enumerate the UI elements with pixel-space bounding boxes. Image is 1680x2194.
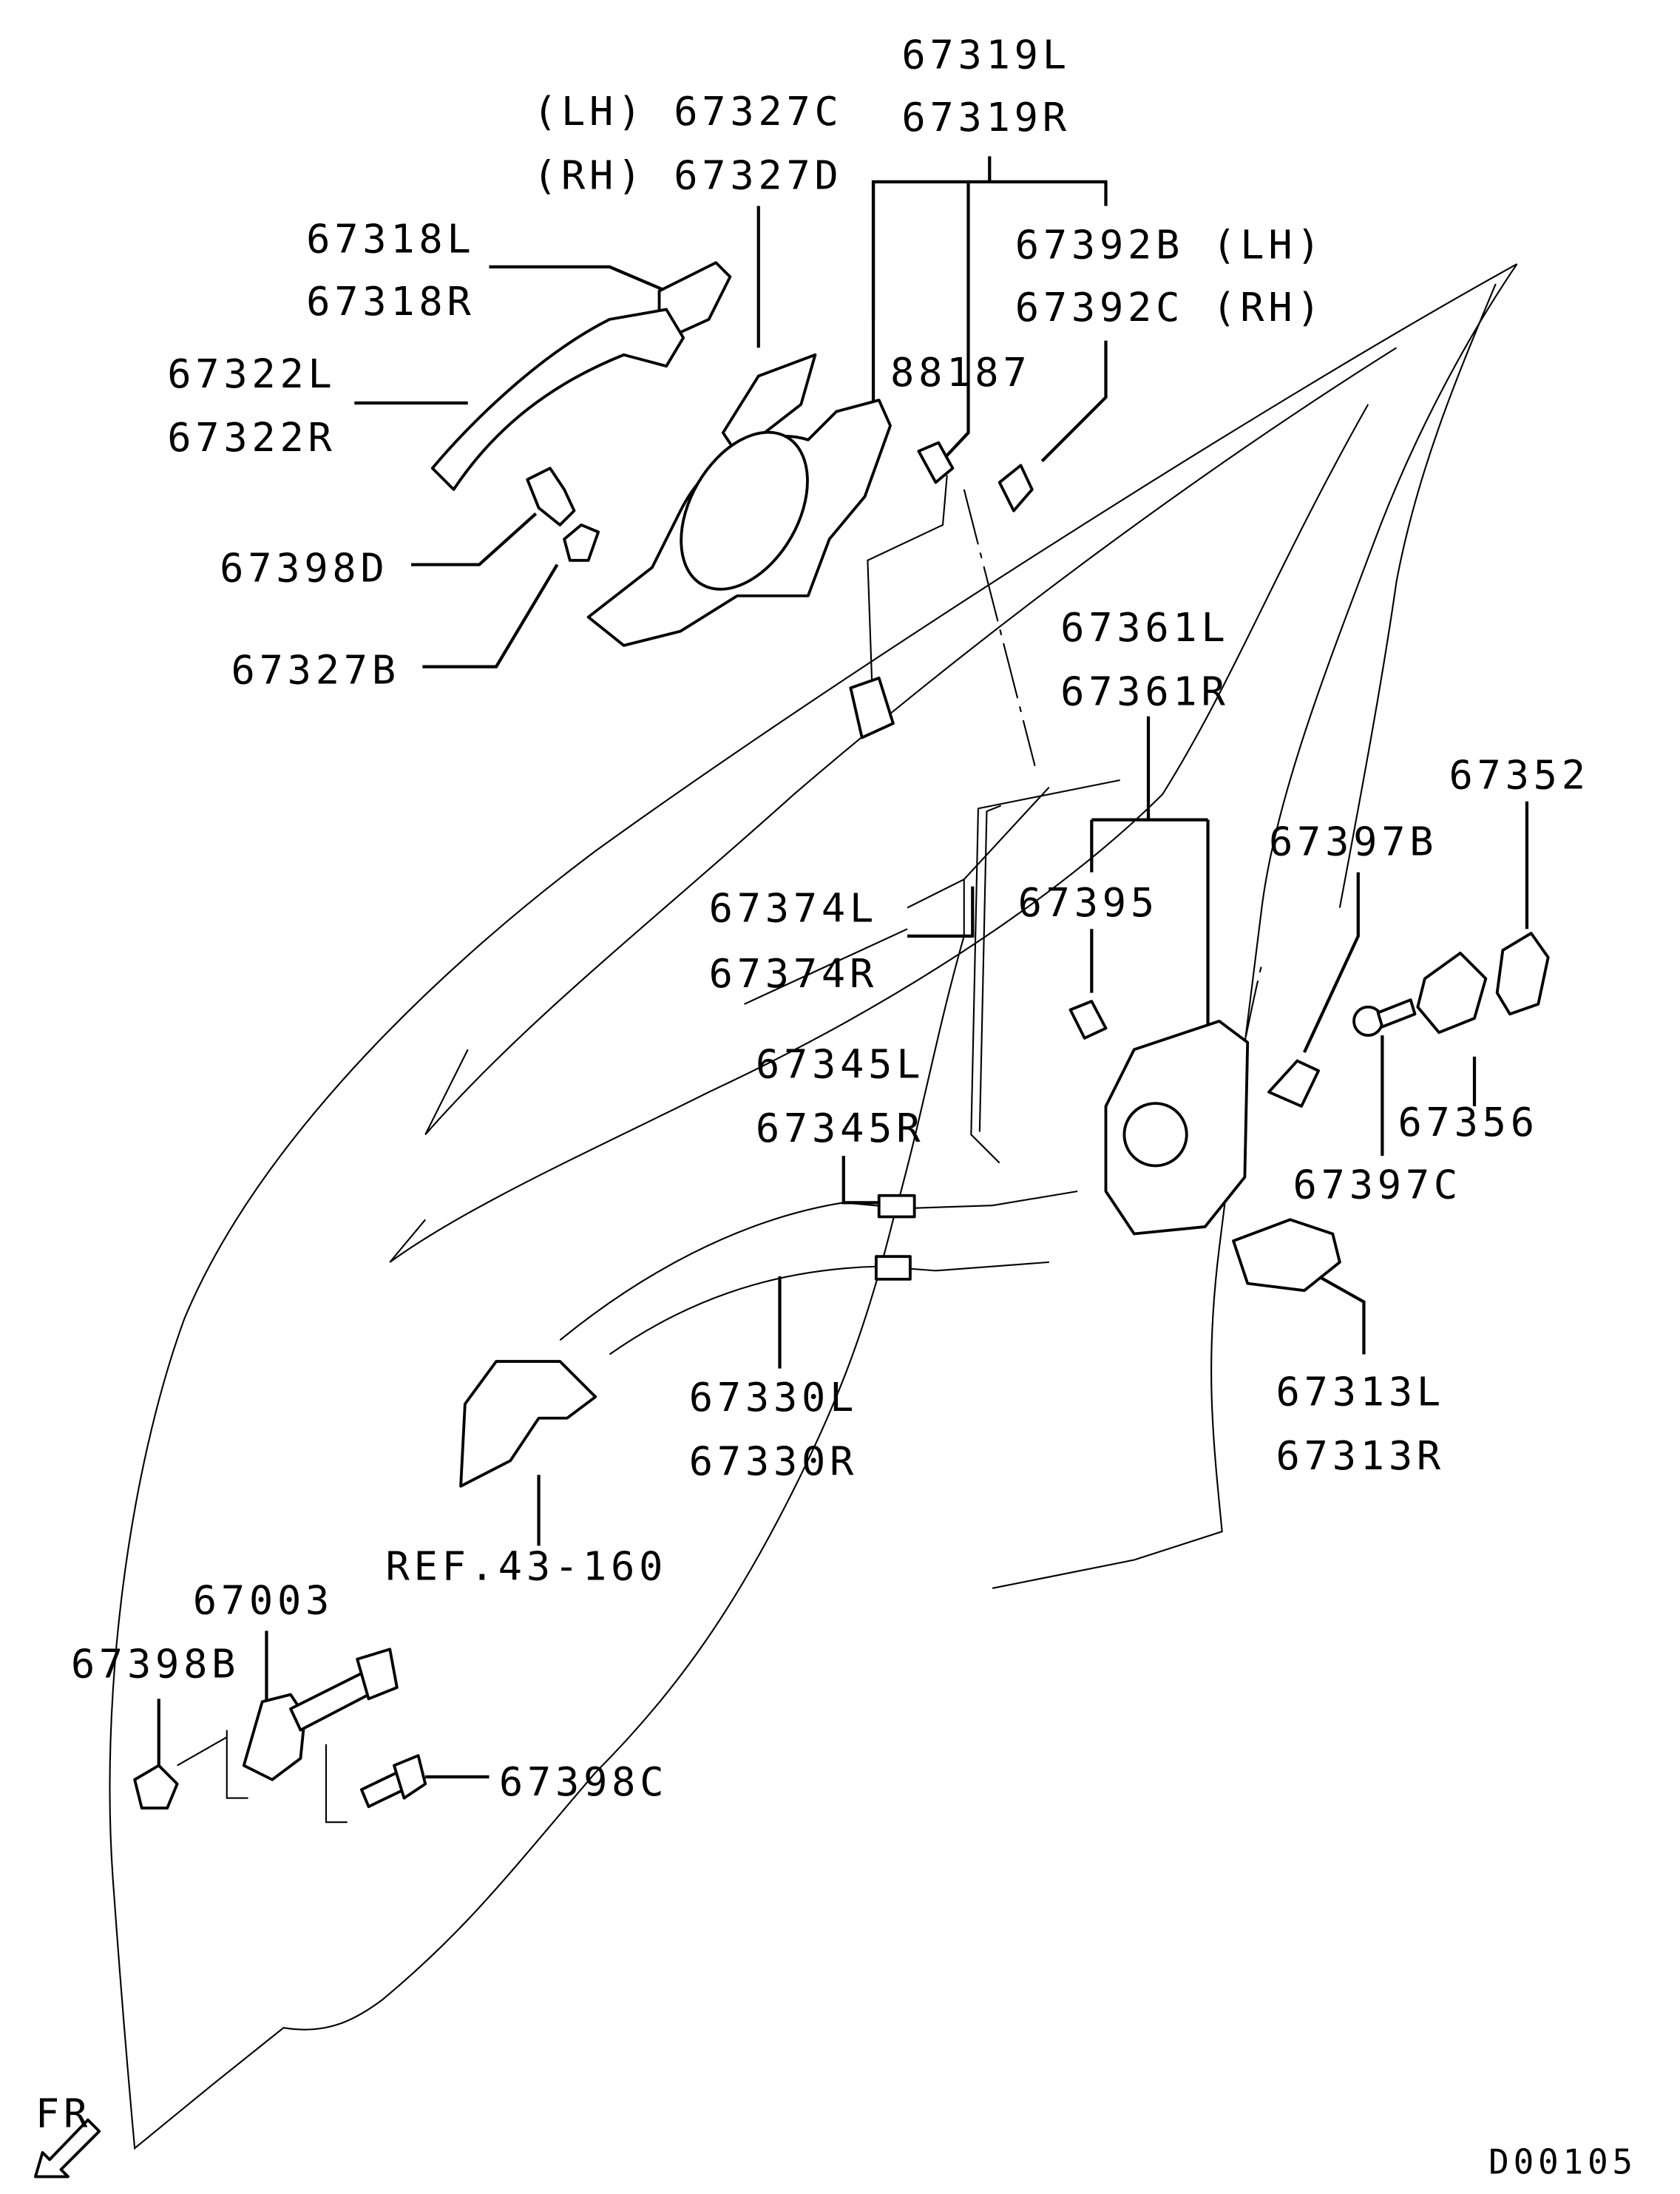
- label-67395: 67395: [1018, 879, 1159, 926]
- switch-67392: [998, 464, 1034, 512]
- label-67319l: 67319L: [901, 31, 1070, 78]
- latch-cover-67313: [1232, 1218, 1341, 1293]
- label-67392b: 67392B (LH): [1015, 221, 1325, 268]
- screw-67397b: [1267, 1059, 1321, 1108]
- diagram-code: D00105: [1488, 2142, 1637, 2182]
- label-67319r: 67319R: [901, 94, 1070, 140]
- label-67356: 67356: [1398, 1099, 1538, 1145]
- outside-handle: [430, 308, 685, 491]
- handle-frame: [586, 399, 892, 647]
- door-latch-67361: [1104, 1020, 1250, 1236]
- clip-67395: [1068, 1000, 1108, 1040]
- label-67374r: 67374R: [709, 950, 878, 997]
- door-outline: [109, 263, 1518, 2150]
- label-67398d: 67398D: [220, 545, 388, 592]
- striker-67356: [1416, 951, 1488, 1035]
- bolt-67398d: [526, 467, 576, 527]
- cable-67330: [609, 1255, 1049, 1355]
- label-67322r: 67322R: [167, 414, 336, 461]
- label-67361r: 67361R: [1060, 668, 1229, 714]
- shim-67352: [1495, 932, 1550, 1016]
- fr-direction-arrow-icon: [34, 2118, 101, 2178]
- direction-label: FR: [35, 2090, 92, 2136]
- inside-handle-ref: [459, 1360, 597, 1488]
- leader-lines: [157, 156, 1529, 1824]
- label-67345r: 67345R: [756, 1105, 924, 1151]
- rod-67374: [970, 779, 1120, 1164]
- label-67318l: 67318L: [306, 216, 475, 263]
- label-67345l: 67345L: [756, 1041, 924, 1088]
- label-67322l: 67322L: [167, 351, 336, 397]
- label-67397c: 67397C: [1293, 1162, 1462, 1208]
- label-67397b: 67397B: [1269, 819, 1437, 865]
- bolt-67398c: [359, 1754, 427, 1809]
- label-67003: 67003: [193, 1577, 333, 1623]
- rod-88187: [849, 441, 955, 739]
- label-ref-43-160: REF.43-160: [386, 1543, 668, 1589]
- label-67374l: 67374L: [709, 885, 878, 932]
- cable-67345: [559, 1190, 1078, 1341]
- label-67327d: (RH) 67327D: [533, 152, 843, 198]
- label-67330r: 67330R: [689, 1438, 858, 1484]
- label-67313l: 67313L: [1276, 1369, 1445, 1415]
- label-67313r: 67313R: [1276, 1432, 1445, 1479]
- label-67318r: 67318R: [306, 278, 475, 325]
- label-67361l: 67361L: [1060, 604, 1229, 651]
- label-67330l: 67330L: [689, 1374, 858, 1421]
- label-67327b: 67327B: [231, 647, 400, 694]
- clip-67327b: [563, 523, 600, 562]
- label-67392c: 67392C (RH): [1015, 284, 1325, 331]
- label-67327c: (LH) 67327C: [533, 88, 843, 135]
- label-67398c: 67398C: [499, 1758, 668, 1805]
- door-check-67003: [242, 1648, 399, 1781]
- label-67398b: 67398B: [71, 1641, 240, 1687]
- label-88187: 88187: [890, 349, 1031, 396]
- part-labels: 67319L 67319R (LH) 67327C (RH) 67327D 67…: [35, 31, 1637, 2182]
- bolt-67398b: [133, 1764, 179, 1809]
- label-67352: 67352: [1449, 751, 1589, 798]
- screw-67397c: [1352, 998, 1417, 1037]
